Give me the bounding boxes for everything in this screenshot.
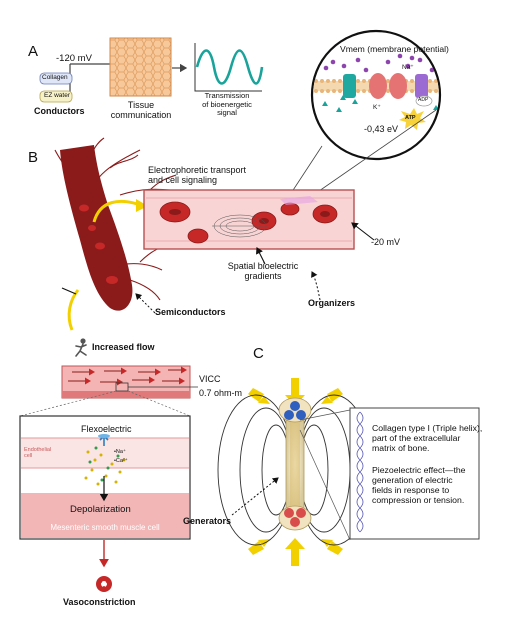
collagen-line1: Collagen type I (Triple helix), bbox=[372, 423, 483, 433]
transmission-line1: Transmission bbox=[204, 91, 250, 100]
collagen-line2: part of the extracellular bbox=[372, 433, 461, 443]
highlight-patch bbox=[280, 196, 318, 205]
adp-badge bbox=[415, 95, 433, 107]
transmission-line2: of bioenergetic bbox=[202, 99, 252, 109]
na-ion-label: Na⁺ bbox=[402, 64, 414, 71]
piezo-line2: generation of electric bbox=[372, 475, 453, 485]
conductors-label: Conductors bbox=[34, 106, 85, 116]
transport-line2: and cell signaling bbox=[148, 175, 218, 186]
atp-label: ATP bbox=[405, 115, 416, 121]
piezo-line1: Piezoelectric effect—the bbox=[372, 465, 466, 475]
semiconductors-arrow bbox=[135, 293, 156, 314]
spatial-line2: gradients bbox=[244, 271, 282, 282]
ca-flexo-label: •Ca²⁺ bbox=[114, 458, 128, 464]
vicc-label: VICC bbox=[199, 374, 221, 384]
flexoelectric-label: Flexoelectric bbox=[81, 424, 132, 434]
tissue-line1: Tissue bbox=[127, 100, 155, 110]
channel-teal bbox=[343, 74, 356, 98]
ez-water-box bbox=[39, 90, 73, 103]
na-flexo-label: •Na⁺ bbox=[114, 449, 126, 455]
tissue-comm-label: Tissue communication bbox=[104, 100, 178, 121]
detail-box bbox=[19, 415, 191, 540]
pump-red-1 bbox=[369, 73, 387, 99]
semiconductors-label: Semiconductors bbox=[155, 307, 226, 317]
panel-c-bone bbox=[217, 378, 480, 566]
energy-label: -0,43 eV bbox=[364, 124, 399, 134]
resistance-label: 0.7 ohm-m bbox=[199, 388, 243, 398]
panel-b-vessel bbox=[54, 137, 177, 331]
yellow-arrow-bottom bbox=[67, 289, 80, 331]
transport-label: Electrophoretic transport and cell signa… bbox=[148, 165, 246, 186]
organizers-arrow bbox=[311, 271, 321, 301]
endothelial-label: Endothelial cell bbox=[24, 447, 51, 460]
piezo-line3: fields in response to bbox=[372, 485, 450, 495]
flow-block bbox=[19, 338, 198, 417]
channel-purple bbox=[415, 74, 428, 98]
pump-red-2 bbox=[389, 73, 407, 99]
vmem-title: Vmem (membrane potential) bbox=[340, 44, 449, 54]
vessel-segment bbox=[135, 189, 375, 314]
runner-body bbox=[75, 343, 87, 357]
triple-helix bbox=[356, 411, 364, 533]
ez-water-label: EZ water bbox=[44, 92, 71, 99]
collagen-label: Collagen bbox=[42, 74, 68, 81]
endothelial-line2: cell bbox=[24, 453, 33, 460]
smooth-muscle-label: Mesenteric smooth muscle cell bbox=[50, 523, 160, 532]
tissue-line2: communication bbox=[110, 110, 172, 121]
depolarization-label: Depolarization bbox=[70, 504, 131, 515]
transport-line1: Electrophoretic transport bbox=[148, 165, 247, 175]
membrane-zoom bbox=[310, 29, 442, 161]
panel-label-a: A bbox=[28, 43, 39, 60]
increased-flow-label: Increased flow bbox=[92, 342, 155, 352]
waveform-wave bbox=[195, 49, 264, 85]
main-vessel bbox=[60, 145, 133, 311]
generators-label: Generators bbox=[183, 516, 232, 526]
tissue-patch bbox=[109, 37, 172, 97]
gradient-arrow bbox=[256, 247, 266, 265]
endothelial-line1: Endothelial bbox=[24, 447, 52, 453]
collagen-box bbox=[39, 72, 73, 85]
vasoconstriction-graphic bbox=[96, 540, 112, 592]
voltage-120: -120 mV bbox=[56, 53, 92, 64]
piezo-info: Piezoelectric effect—the generation of e… bbox=[372, 465, 466, 505]
generators-arrow bbox=[231, 477, 279, 516]
k-ion-label: K⁺ bbox=[373, 104, 381, 111]
panel-label-b: B bbox=[28, 149, 39, 166]
collagen-info: Collagen type I (Triple helix), part of … bbox=[372, 423, 482, 453]
panel-a-graphics bbox=[39, 37, 264, 103]
piezo-line4: compression or tension. bbox=[372, 495, 465, 505]
organizers-label: Organizers bbox=[308, 298, 356, 308]
collagen-line3: matrix of bone. bbox=[372, 443, 430, 453]
panel-label-c: C bbox=[253, 345, 264, 362]
voltage-20: -20 mV bbox=[371, 237, 401, 247]
spatial-line1: Spatial bioelectric bbox=[227, 261, 299, 271]
spatial-label: Spatial bioelectric gradients bbox=[218, 261, 308, 282]
transmission-label: Transmission of bioenergetic signal bbox=[185, 91, 269, 118]
mv-arrow bbox=[351, 222, 375, 241]
yellow-arrow-top bbox=[92, 199, 141, 223]
atp-burst bbox=[399, 108, 426, 130]
collagen-info-box bbox=[349, 407, 480, 540]
runner-head bbox=[80, 338, 86, 344]
transmission-line3: signal bbox=[217, 108, 237, 118]
adp-label: ADP bbox=[418, 97, 429, 103]
vasoconstriction-label: Vasoconstriction bbox=[63, 597, 136, 607]
waveform-axes bbox=[194, 43, 262, 92]
